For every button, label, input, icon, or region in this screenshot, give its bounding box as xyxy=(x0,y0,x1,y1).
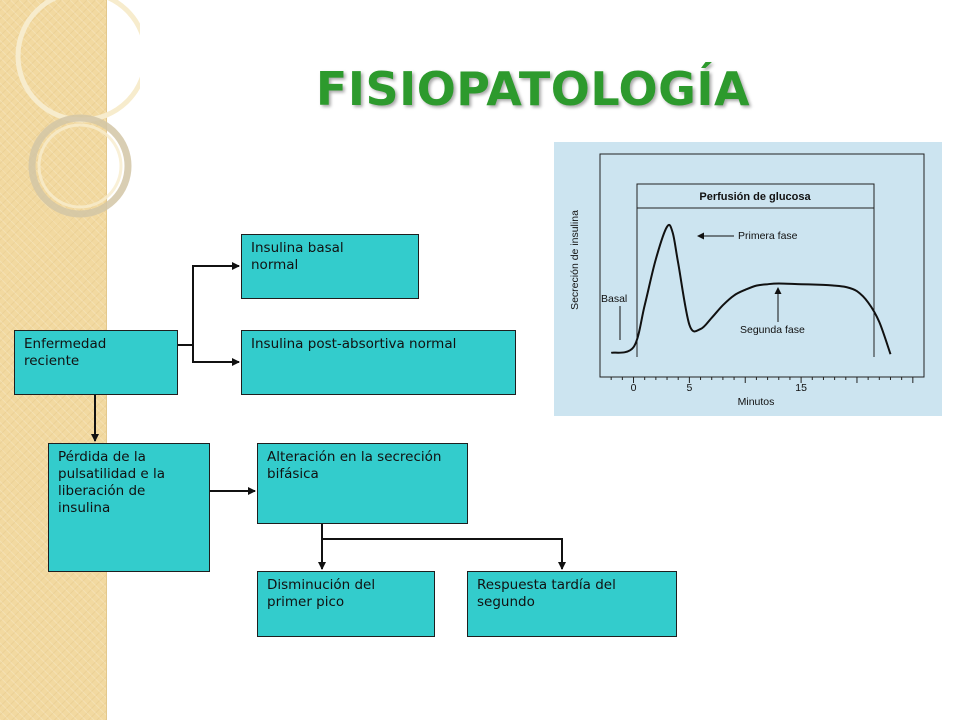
connector-to-post xyxy=(192,345,240,366)
x-tick-label: 5 xyxy=(686,382,692,394)
ring-lower xyxy=(28,114,132,218)
annotation-primera-fase: Primera fase xyxy=(738,230,798,242)
box-disminucion-primer-pico: Disminución del primer pico xyxy=(257,571,435,637)
box-alteracion-secrecion: Alteración en la secreción bifásica xyxy=(257,443,468,524)
y-axis-label: Secreción de insulina xyxy=(569,210,581,310)
box-insulina-basal: Insulina basal normal xyxy=(241,234,419,299)
chart-title: Perfusión de glucosa xyxy=(699,191,811,203)
connector-to-respuesta xyxy=(322,538,566,570)
x-tick-label: 15 xyxy=(795,382,807,394)
ring-lower-inner xyxy=(37,123,123,209)
insulin-secretion-chart: 0 5 15 Perfusión de glucosa Secreción de i… xyxy=(554,142,942,416)
connector-to-basal xyxy=(178,262,240,346)
slide-title: FISIOPATOLOGÍA xyxy=(315,62,751,116)
box-respuesta-tardia: Respuesta tardía del segundo xyxy=(467,571,677,637)
x-tick-label: 0 xyxy=(631,382,637,394)
decorative-rings xyxy=(15,0,140,218)
annotation-segunda-fase: Segunda fase xyxy=(740,324,805,336)
box-enfermedad-reciente: Enfermedad reciente xyxy=(14,330,178,395)
chart-plot-frame xyxy=(599,153,925,378)
insulin-series-line xyxy=(610,223,892,355)
box-insulina-post-absortiva: Insulina post-absortiva normal xyxy=(241,330,516,395)
perfusion-bar xyxy=(636,183,875,209)
box-perdida-pulsatilidad: Pérdida de la pulsatilidad e la liberaci… xyxy=(48,443,210,572)
chart-svg: 0 5 15 Perfusión de glucosa Secreción de i… xyxy=(569,153,925,408)
x-axis-label: Minutos xyxy=(738,396,775,408)
annotation-basal: Basal xyxy=(601,293,627,305)
